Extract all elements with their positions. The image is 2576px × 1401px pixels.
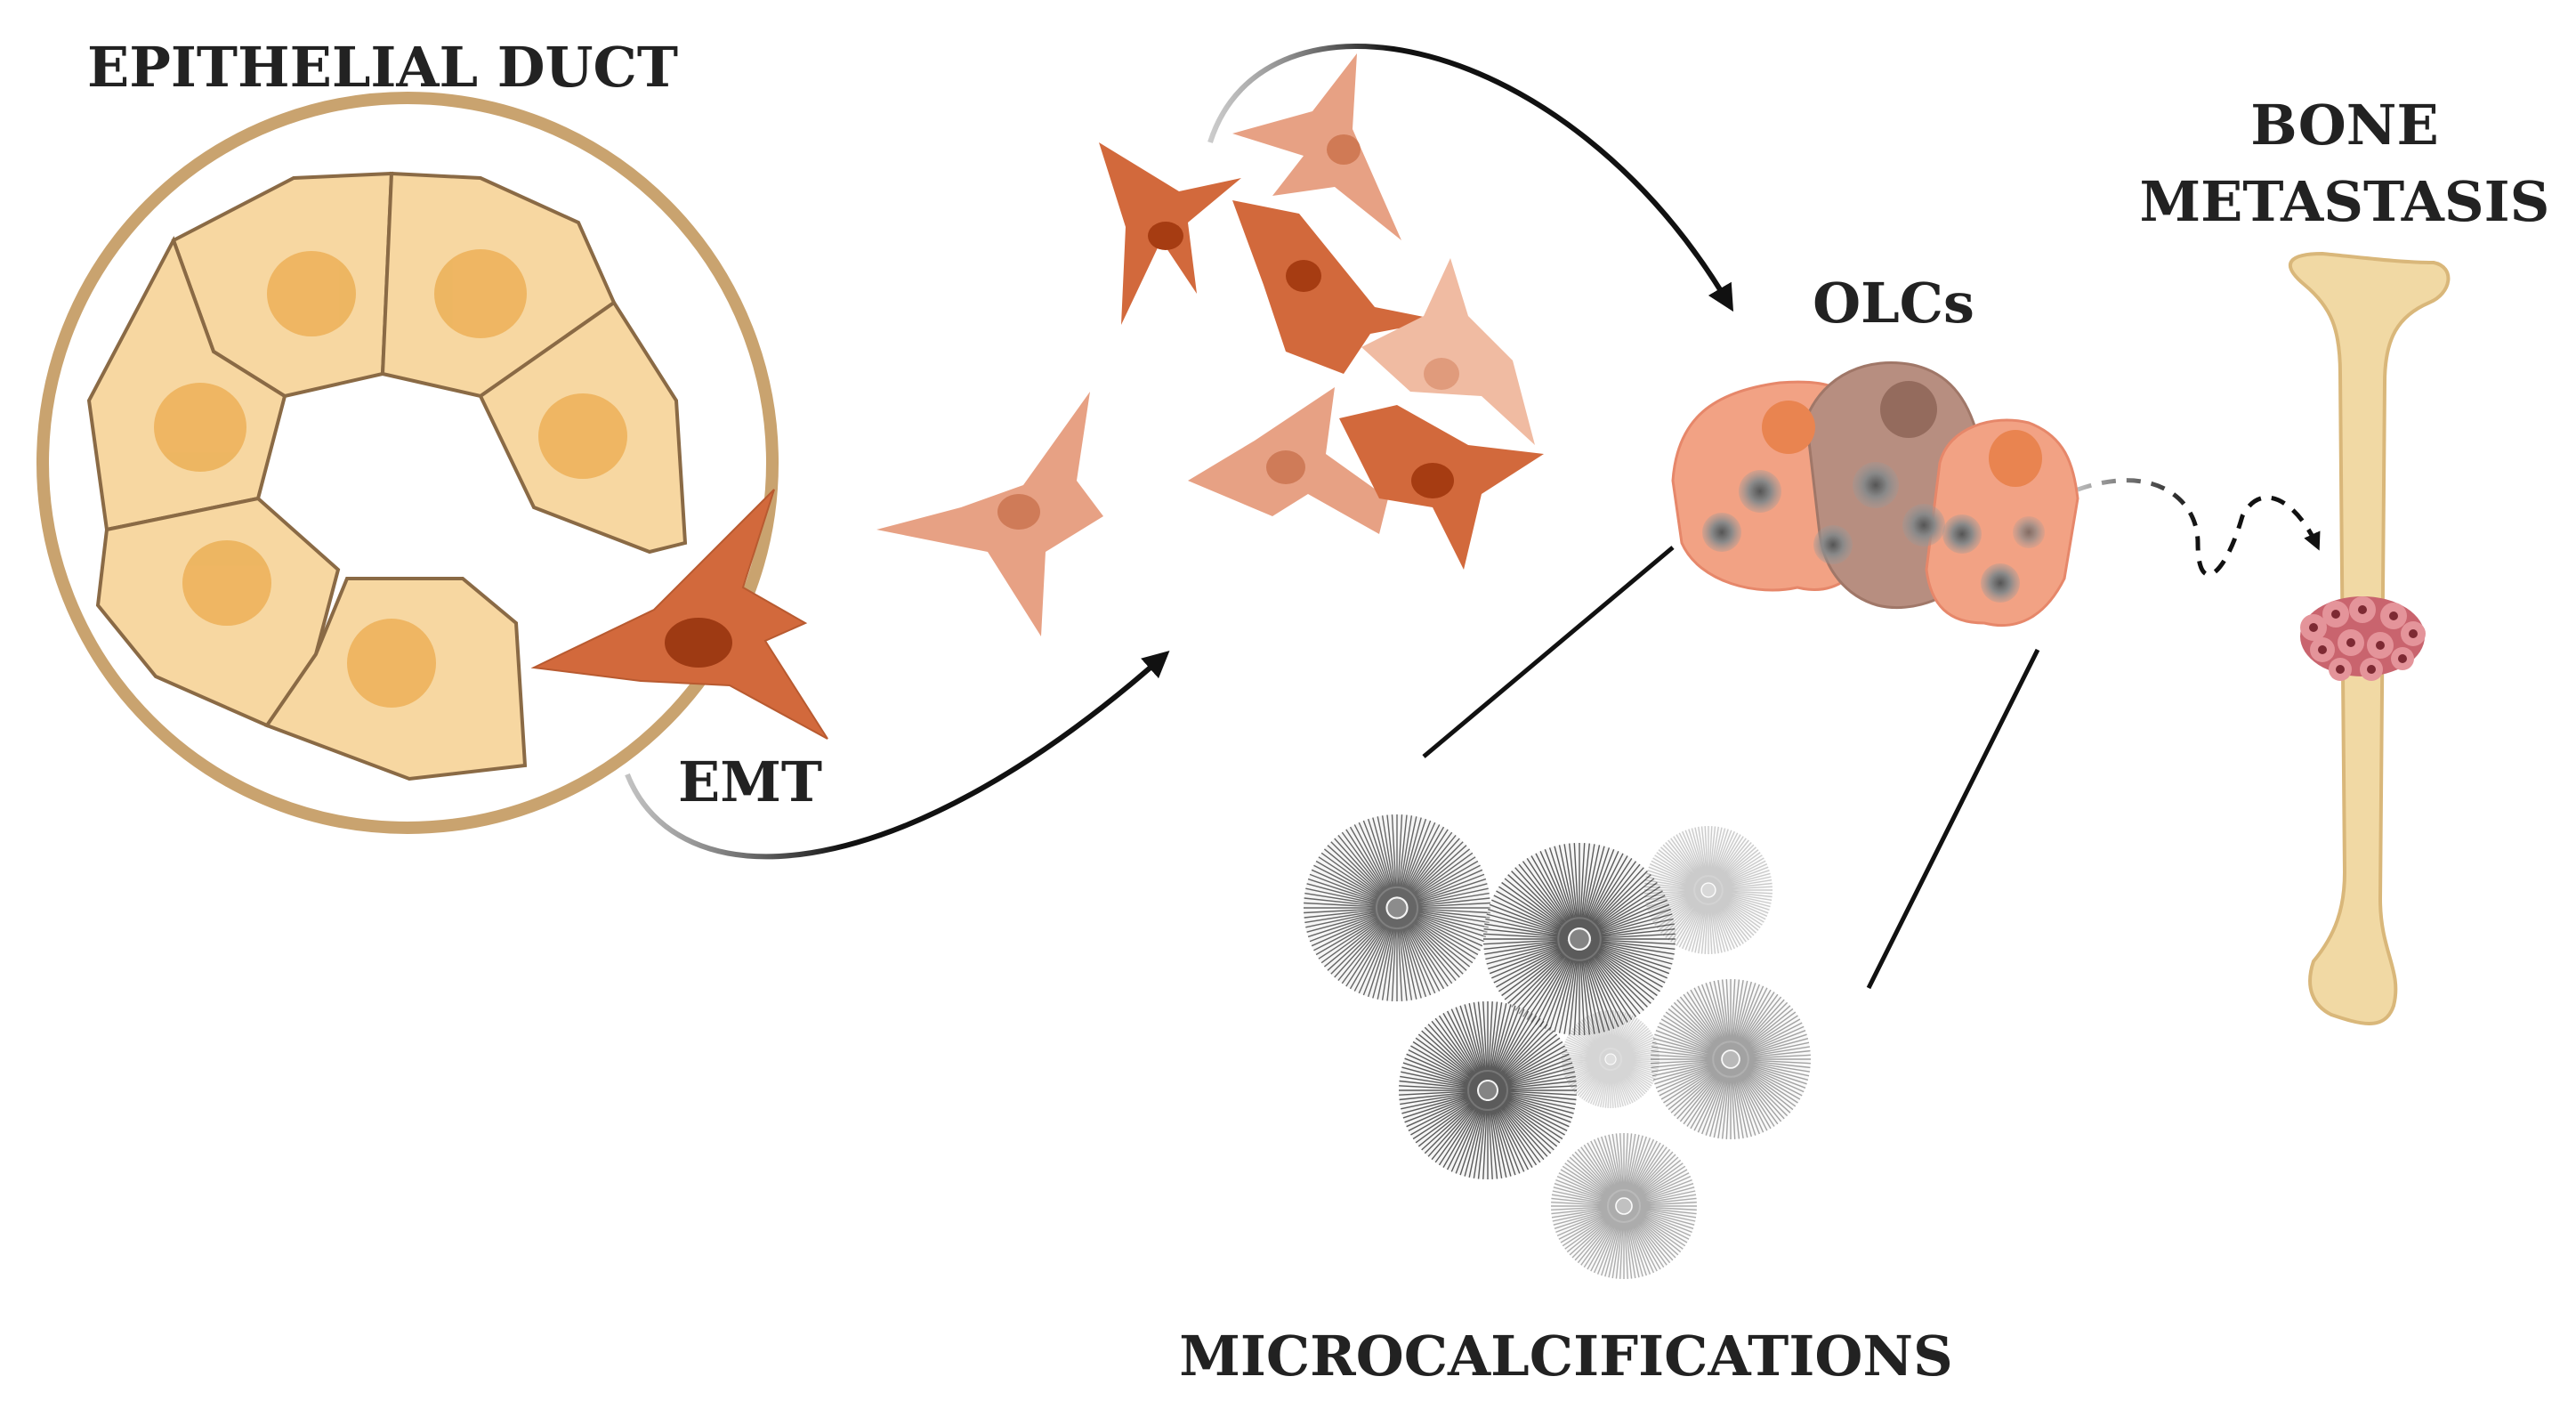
epithelial-duct-label: EPITHELIAL DUCT — [87, 35, 678, 100]
mesenchymal-cell-icon — [1232, 200, 1441, 374]
microcalcification-icon — [1399, 1001, 1577, 1179]
epithelial-duct-icon — [36, 92, 779, 834]
zoom-line-left — [1422, 546, 1675, 758]
microcalcifications-group — [1304, 814, 1811, 1279]
microcalcification-icon — [1551, 1133, 1697, 1279]
mesenchymal-cell-icon — [876, 392, 1103, 636]
migrating-cells-group — [876, 53, 1544, 636]
microcalcification-icon — [1304, 814, 1490, 1001]
emt-arrow — [625, 651, 1170, 860]
emt-label: EMT — [678, 749, 822, 814]
bone-icon — [2289, 251, 2451, 1025]
zoom-line-right — [1866, 648, 2040, 990]
mesenchymal-cell-icon — [1099, 142, 1241, 325]
bone-metastasis-label-line2: METASTASIS — [2140, 169, 2550, 234]
microcalcifications-label: MICROCALCIFICATIONS — [1179, 1324, 1953, 1389]
microcalcification-icon — [1483, 843, 1676, 1035]
microcalcification-icon — [1562, 1010, 1659, 1108]
mesenchymal-cell-icon — [1232, 53, 1401, 240]
bone-tumor-icon — [2300, 596, 2426, 681]
migration-arrow — [1207, 44, 1734, 312]
mesenchymal-cell-icon — [1188, 387, 1388, 534]
mesenchymal-cell-icon — [1361, 258, 1535, 445]
microcalcification-icon — [1651, 979, 1811, 1139]
metastasis-dashed-arrow — [2077, 478, 2321, 577]
olc-cluster-icon — [1671, 361, 2079, 628]
microcalcification-icon — [1644, 826, 1773, 954]
mesenchymal-cell-icon — [530, 489, 828, 740]
olcs-label: OLCs — [1813, 271, 1974, 336]
mesenchymal-cell-icon — [1339, 405, 1544, 570]
bone-metastasis-label-line1: BONE — [2250, 93, 2439, 158]
